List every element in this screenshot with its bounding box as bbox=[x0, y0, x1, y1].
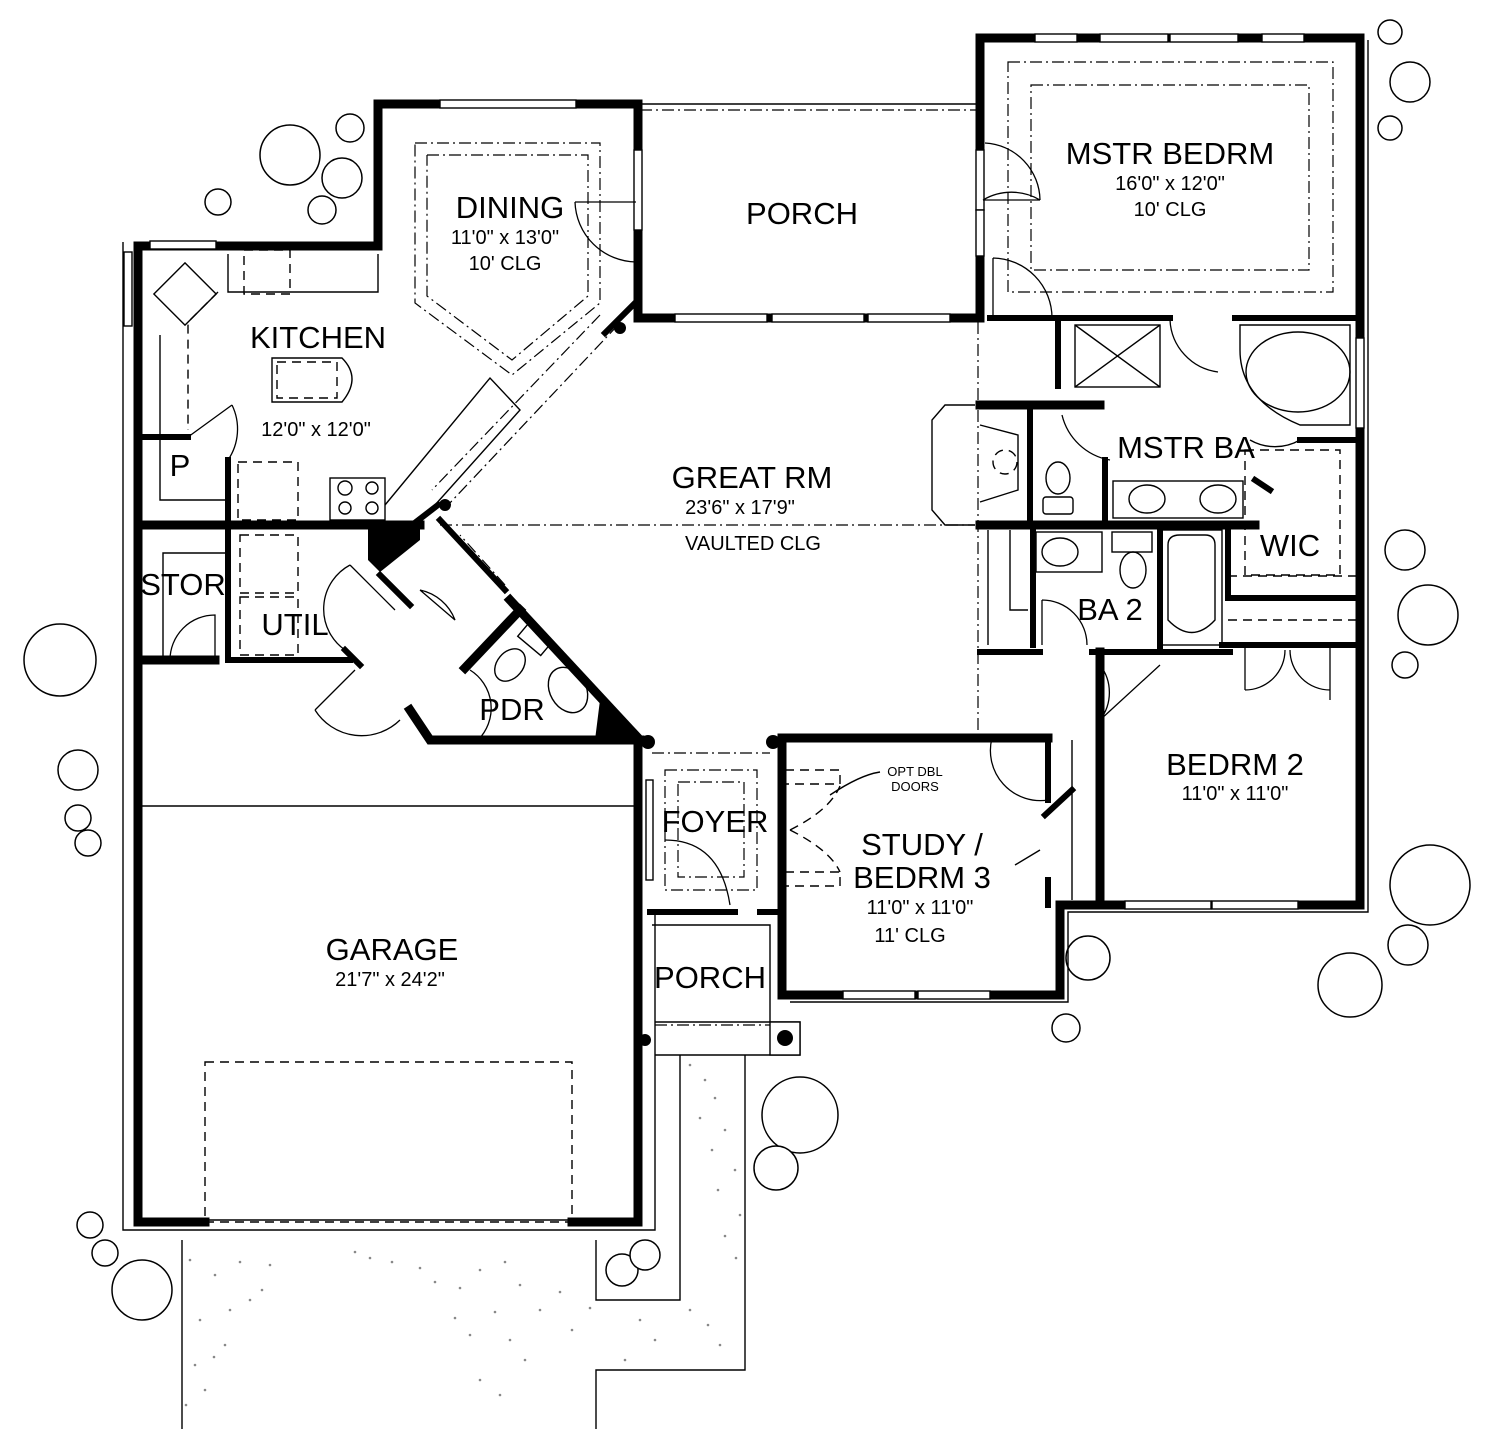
tree-icon bbox=[259, 124, 321, 186]
room-label-stor: STOR bbox=[140, 567, 226, 602]
shrub-icon bbox=[1051, 1013, 1081, 1043]
room-label-ba2: BA 2 bbox=[1077, 592, 1143, 627]
room-dims-kitchen: 12'0" x 12'0" bbox=[261, 419, 371, 441]
room-dims-mstr-bedrm: 16'0" x 12'0" bbox=[1115, 173, 1225, 195]
room-ceiling-mstr-bedrm: 10' CLG bbox=[1134, 199, 1207, 221]
shrub-icon bbox=[629, 1239, 661, 1271]
room-label-pantry: P bbox=[170, 448, 191, 483]
shrub-icon bbox=[64, 804, 92, 832]
shrub-icon bbox=[753, 1145, 799, 1191]
room-label-kitchen: KITCHEN bbox=[250, 320, 386, 355]
shrub-icon bbox=[76, 1211, 104, 1239]
room-dims-bedrm2: 11'0" x 11'0" bbox=[1182, 783, 1289, 805]
toilet-icon bbox=[1119, 551, 1147, 589]
landscape-trees bbox=[23, 19, 1471, 1321]
cooktop-icon bbox=[329, 477, 386, 521]
tree-icon bbox=[761, 1076, 839, 1154]
room-label-pdr: PDR bbox=[479, 692, 544, 727]
room-ceiling-study: 11' CLG bbox=[874, 925, 945, 947]
room-labels: MSTR BEDRM 16'0" x 12'0" 10' CLG DINING … bbox=[140, 136, 1320, 995]
room-label-study-2: BEDRM 3 bbox=[853, 860, 991, 895]
room-label-mstr-ba: MSTR BA bbox=[1117, 430, 1255, 465]
shrub-icon bbox=[1387, 924, 1429, 966]
shrub-icon bbox=[335, 113, 365, 143]
shower-icon bbox=[1074, 324, 1161, 388]
shrub-icon bbox=[91, 1239, 119, 1267]
shrub-icon bbox=[1377, 115, 1403, 141]
door-swing bbox=[574, 201, 637, 263]
room-label-porch-rear: PORCH bbox=[746, 196, 858, 231]
shrub-icon bbox=[1065, 935, 1111, 981]
room-label-mstr-bedrm: MSTR BEDRM bbox=[1066, 136, 1274, 171]
room-label-wic: WIC bbox=[1260, 528, 1320, 563]
ceiling-trays bbox=[414, 61, 1334, 891]
fixtures bbox=[138, 249, 1360, 1223]
room-dims-garage: 21'7" x 24'2" bbox=[335, 969, 445, 991]
room-label-bedrm2: BEDRM 2 bbox=[1166, 747, 1304, 782]
kitchen-island bbox=[271, 357, 353, 403]
bathtub-icon bbox=[1161, 529, 1223, 646]
shrub-icon bbox=[1391, 651, 1419, 679]
shrub-icon bbox=[204, 188, 232, 216]
room-label-great-rm: GREAT RM bbox=[672, 460, 833, 495]
shrub-icon bbox=[307, 195, 337, 225]
sink-icon bbox=[152, 261, 218, 327]
room-label-garage: GARAGE bbox=[326, 932, 459, 967]
room-label-foyer: FOYER bbox=[662, 804, 769, 839]
room-dims-study: 11'0" x 11'0" bbox=[867, 897, 974, 919]
room-label-util: UTIL bbox=[261, 607, 328, 642]
fireplace-icon bbox=[992, 449, 1018, 475]
sink-icon bbox=[1199, 484, 1237, 514]
tree-icon bbox=[111, 1259, 173, 1321]
room-label-porch-front: PORCH bbox=[654, 960, 766, 995]
tree-icon bbox=[1317, 952, 1383, 1018]
room-label-study-1: STUDY / bbox=[861, 827, 983, 862]
toilet-icon bbox=[1045, 461, 1071, 495]
shrub-icon bbox=[1389, 61, 1431, 103]
tree-icon bbox=[1397, 584, 1459, 646]
sink-icon bbox=[1128, 484, 1166, 514]
shrub-icon bbox=[1377, 19, 1403, 45]
driveway bbox=[181, 1055, 746, 1429]
room-ceiling-dining: 10' CLG bbox=[469, 253, 542, 275]
note-opt-dbl-doors-1: OPT DBL bbox=[887, 764, 942, 779]
shrub-icon bbox=[57, 749, 99, 791]
sink-icon bbox=[547, 666, 589, 714]
doors bbox=[169, 142, 1331, 906]
shrub-icon bbox=[321, 157, 363, 199]
windows bbox=[123, 33, 1365, 1000]
shrub-icon bbox=[74, 829, 102, 857]
room-dims-great-rm: 23'6" x 17'9" bbox=[685, 497, 795, 519]
bathtub-icon bbox=[1239, 324, 1351, 426]
sink-icon bbox=[1041, 537, 1079, 567]
note-opt-dbl-doors-2: DOORS bbox=[891, 779, 939, 794]
interior-walls bbox=[133, 314, 1363, 910]
toilet-icon bbox=[494, 648, 526, 682]
room-dims-dining: 11'0" x 13'0" bbox=[451, 227, 559, 249]
shrub-icon bbox=[605, 1253, 639, 1287]
tree-icon bbox=[23, 623, 97, 697]
shrub-icon bbox=[1384, 529, 1426, 571]
room-label-dining: DINING bbox=[456, 190, 565, 225]
room-ceiling-great-rm: VAULTED CLG bbox=[685, 533, 821, 555]
tree-icon bbox=[1389, 844, 1471, 926]
